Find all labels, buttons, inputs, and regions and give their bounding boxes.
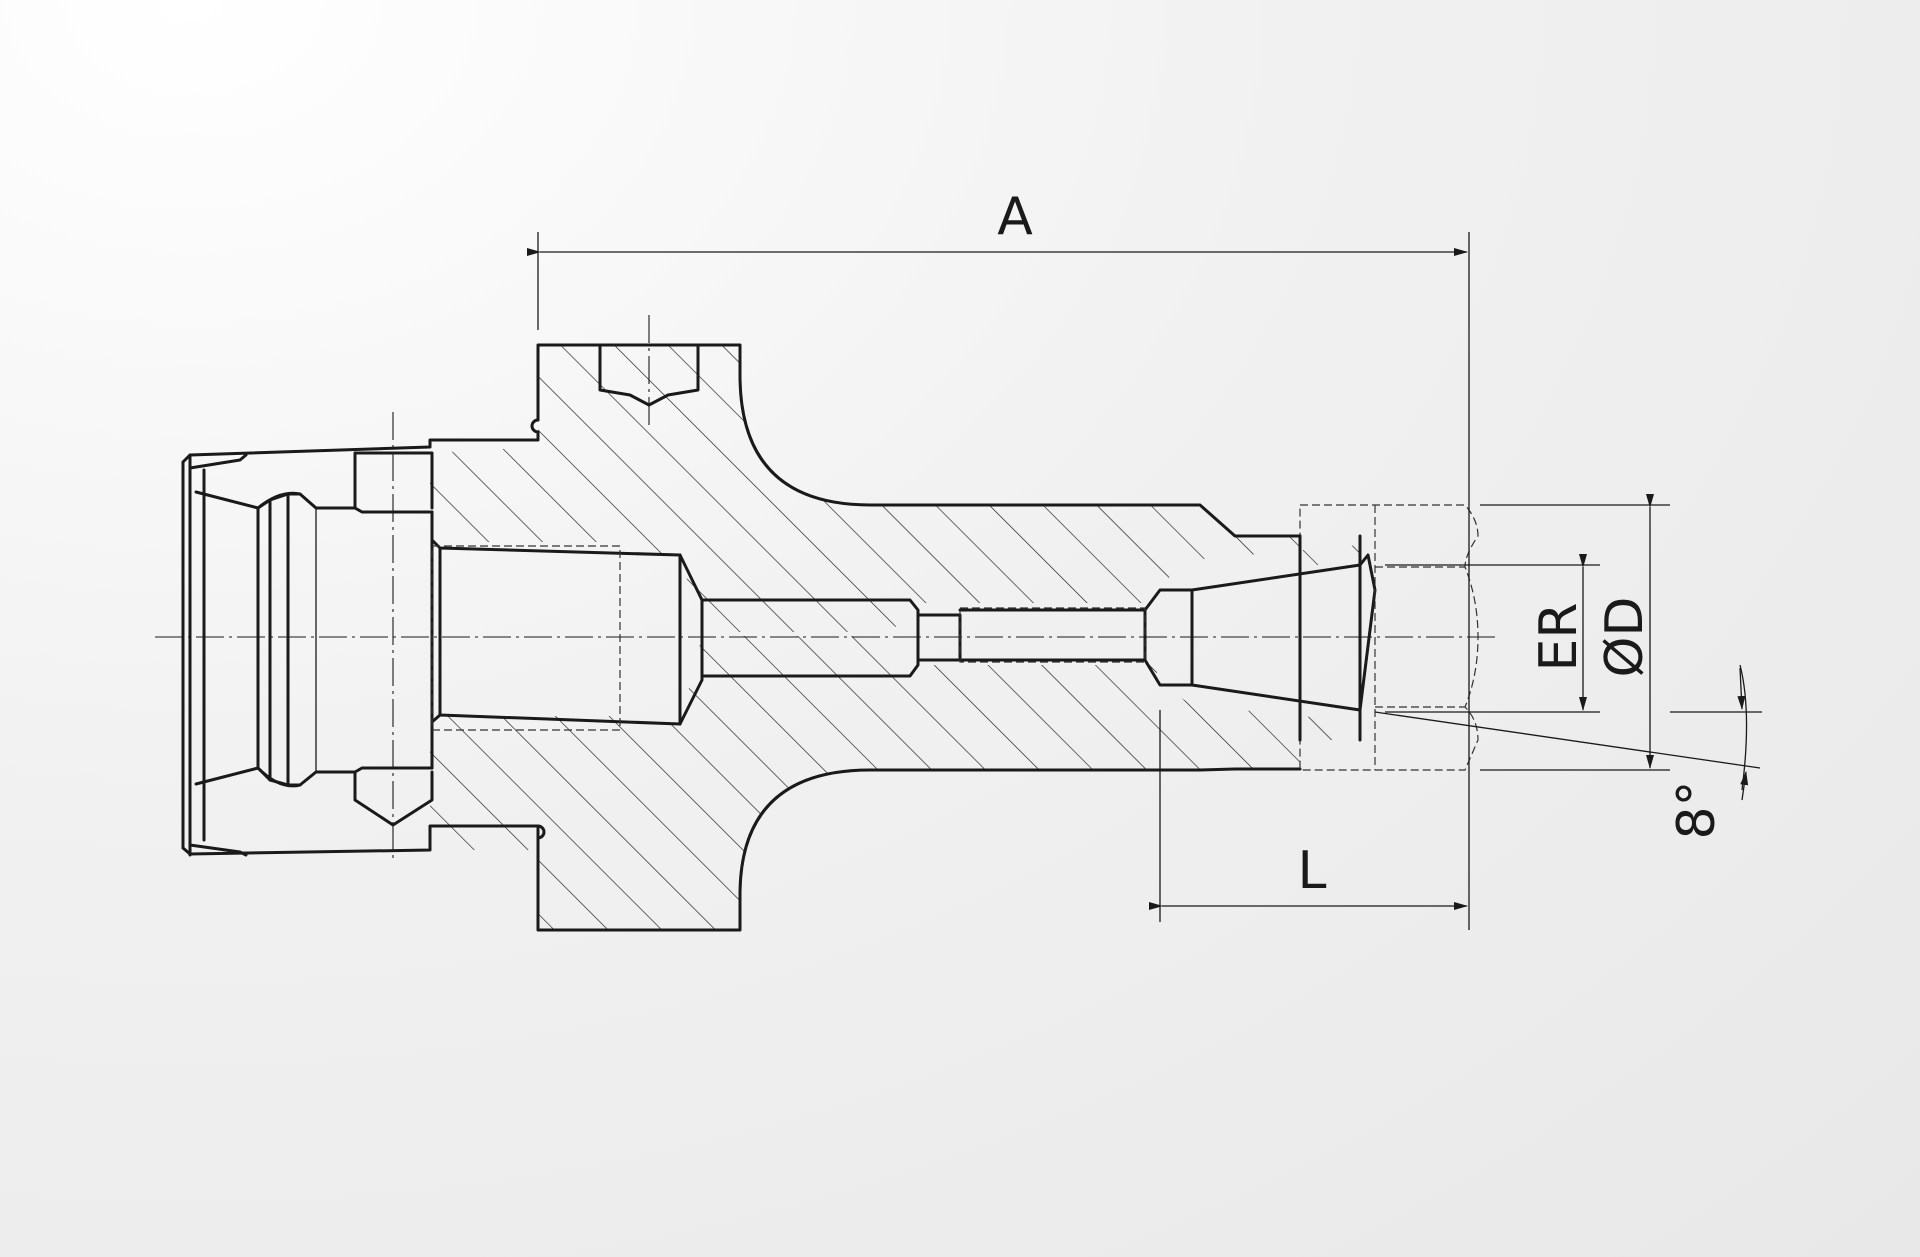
body-section-lower <box>430 636 1360 930</box>
hidden-bore-left <box>431 545 621 731</box>
hidden-bore-mid <box>959 607 1146 663</box>
shank-taper-lines <box>194 468 434 842</box>
collet-nut-face <box>1298 534 1362 742</box>
flange-notch-upper <box>181 418 540 856</box>
radial-bore-top <box>353 451 434 510</box>
dim-D-label: ØD <box>1595 597 1655 678</box>
outer-contour <box>536 343 1302 932</box>
radial-bore-bottom <box>353 770 434 827</box>
dim-L-label: L <box>1298 841 1327 901</box>
body-section-upper <box>430 345 1360 632</box>
dim-angle-arrow-top <box>1737 667 1746 710</box>
groove-ring <box>256 491 302 788</box>
collet-seat <box>1143 553 1377 712</box>
dim-angle-label: 8° <box>1667 780 1727 839</box>
dim-angle-taper-line <box>1374 711 1761 769</box>
bore-step-2 <box>678 553 704 726</box>
dim-angle-arrow-bottom <box>1740 771 1749 801</box>
dim-A-label: A <box>997 187 1033 247</box>
bore-step-4 <box>916 608 1147 662</box>
flange-notch-lower <box>536 824 546 852</box>
shank-outline <box>181 453 248 857</box>
bore-step-3 <box>700 598 920 678</box>
collet-nut-hidden <box>1299 504 1479 771</box>
radial-bore-flange <box>598 343 700 407</box>
dim-ER-label: ER <box>1529 603 1589 672</box>
